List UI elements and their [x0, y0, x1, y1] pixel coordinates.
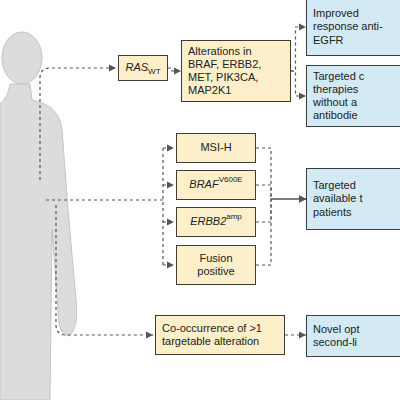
status-box: BRAFV600E	[176, 170, 256, 200]
node-text: BRAF	[189, 178, 218, 191]
dashed-arrow	[291, 27, 306, 71]
node-text: Targeted available t patients	[313, 179, 395, 219]
node-text: ERBB2	[190, 215, 226, 228]
node-annotation: amp	[226, 212, 242, 222]
outcome-box: Targeted c therapies without a antibodie	[306, 65, 400, 127]
dashed-arrow	[256, 199, 306, 265]
dashed-arrow	[285, 334, 306, 335]
outcome-box: Novel opt second-li	[306, 315, 400, 357]
process-box: Co-occurrence of >1 targetable alteratio…	[155, 315, 285, 355]
dashed-arrow	[168, 68, 181, 71]
leader-lines	[40, 68, 174, 335]
node-text: Alterations in BRAF, ERBB2, MET, PIK3CA,…	[188, 45, 284, 98]
dashed-arrow	[256, 199, 306, 222]
status-box: Fusion positive	[176, 245, 256, 285]
status-box: RASWT	[118, 55, 168, 81]
node-text: Improved response anti-EGFR	[313, 7, 395, 47]
node-text: Targeted c therapies without a antibodie	[313, 70, 395, 123]
node-annotation: V600E	[219, 175, 243, 185]
dashed-arrow	[256, 185, 306, 199]
dashed-arrow	[291, 71, 306, 96]
node-text: MSI-H	[200, 141, 231, 154]
status-box: MSI-H	[176, 133, 256, 163]
human-silhouette	[0, 32, 77, 400]
outcome-box: Improved response anti-EGFR	[306, 0, 400, 56]
process-box: Alterations in BRAF, ERBB2, MET, PIK3CA,…	[181, 40, 291, 102]
node-text: Co-occurrence of >1 targetable alteratio…	[162, 322, 278, 348]
status-box: ERBB2amp	[176, 207, 256, 237]
dashed-arrow	[256, 148, 306, 199]
node-annotation: WT	[148, 67, 160, 77]
node-text: Fusion positive	[183, 252, 249, 278]
outcome-box: Targeted available t patients	[306, 168, 400, 230]
node-text: RAS	[125, 61, 148, 74]
node-text: Novel opt second-li	[313, 323, 395, 349]
